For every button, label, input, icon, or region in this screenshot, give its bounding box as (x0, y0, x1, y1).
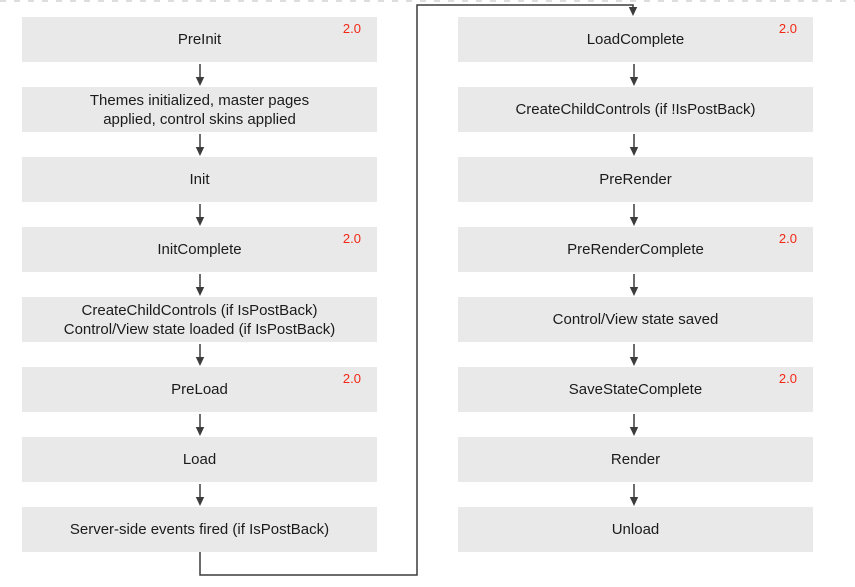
step-loadcomplete: LoadComplete 2.0 (458, 17, 813, 62)
step-label: Render (610, 451, 661, 468)
step-label: Server-side events fired (if IsPostBack) (69, 521, 330, 538)
step-label: PreInit (177, 31, 222, 48)
step-label: Unload (611, 521, 660, 538)
version-badge: 2.0 (342, 231, 361, 246)
step-unload: Unload (458, 507, 813, 552)
step-init: Init (22, 157, 377, 202)
version-badge: 2.0 (778, 371, 797, 386)
version-badge: 2.0 (342, 21, 361, 36)
top-dashed-divider (0, 0, 855, 2)
step-label: PreRender (599, 171, 672, 188)
step-viewstate-saved: Control/View state saved (458, 297, 813, 342)
step-label: CreateChildControls (if IsPostBack) (81, 301, 318, 319)
step-label: Control/View state saved (552, 311, 719, 328)
step-label: InitComplete (157, 241, 242, 258)
step-label: Init (189, 171, 210, 188)
step-createchildcontrols-not-postback: CreateChildControls (if !IsPostBack) (458, 87, 813, 132)
step-prerender: PreRender (458, 157, 813, 202)
step-label: LoadComplete (586, 31, 685, 48)
step-createchildcontrols-postback: CreateChildControls (if IsPostBack) Cont… (22, 297, 377, 342)
step-themes-applied: Themes initialized, master pages applied… (22, 87, 377, 132)
step-label: Load (182, 451, 217, 468)
version-badge: 2.0 (778, 21, 797, 36)
step-initcomplete: InitComplete 2.0 (22, 227, 377, 272)
step-savestatecomplete: SaveStateComplete 2.0 (458, 367, 813, 412)
version-badge: 2.0 (342, 371, 361, 386)
step-label: Control/View state loaded (if IsPostBack… (63, 320, 336, 338)
step-server-side-events: Server-side events fired (if IsPostBack) (22, 507, 377, 552)
step-prerendercomplete: PreRenderComplete 2.0 (458, 227, 813, 272)
step-load: Load (22, 437, 377, 482)
step-label: CreateChildControls (if !IsPostBack) (515, 101, 756, 118)
step-label: Themes initialized, master pages (89, 91, 310, 109)
version-badge: 2.0 (778, 231, 797, 246)
step-label: PreRenderComplete (567, 241, 704, 258)
step-label: SaveStateComplete (568, 381, 703, 398)
step-label: applied, control skins applied (103, 110, 296, 128)
step-render: Render (458, 437, 813, 482)
step-preinit: PreInit 2.0 (22, 17, 377, 62)
step-label: PreLoad (171, 381, 228, 398)
step-preload: PreLoad 2.0 (22, 367, 377, 412)
